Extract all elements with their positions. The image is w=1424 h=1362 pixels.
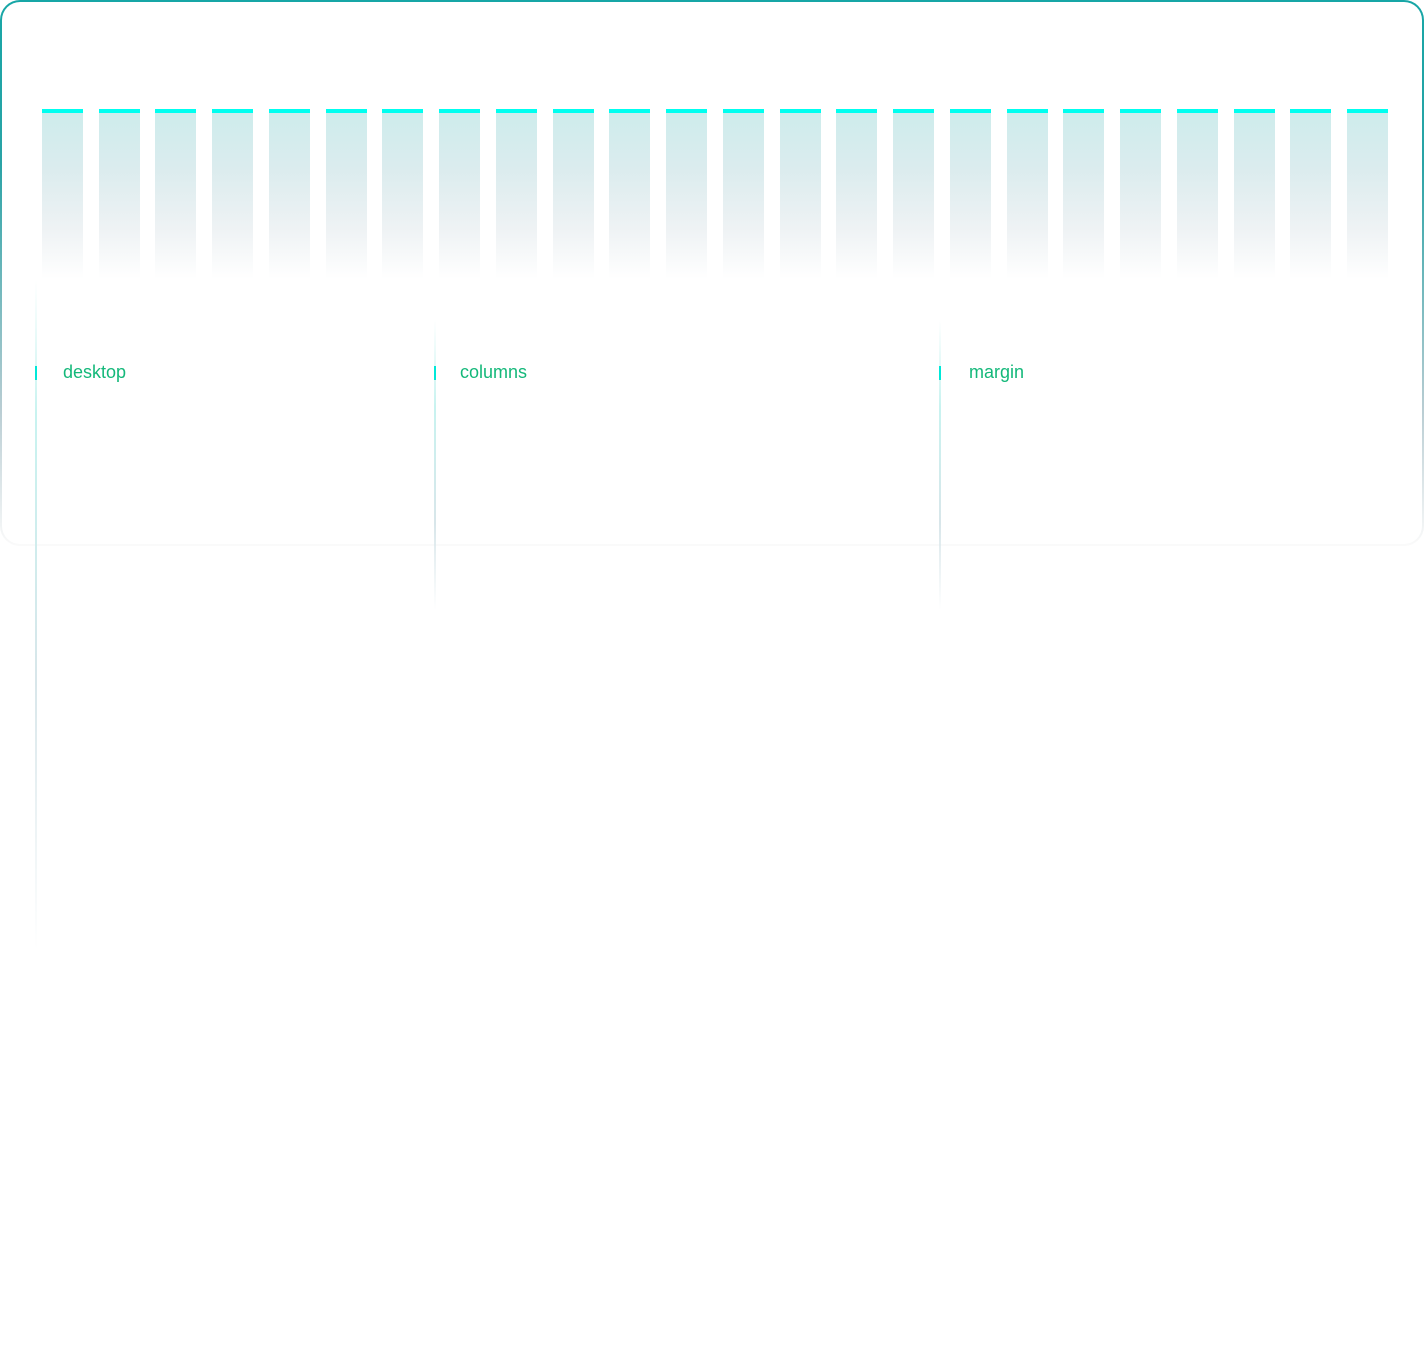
grid-column (723, 109, 764, 279)
grid-column-cap (950, 109, 991, 113)
grid-column (99, 109, 140, 279)
grid-column-cap (382, 109, 423, 113)
grid-column-cap (723, 109, 764, 113)
grid-column (836, 109, 877, 279)
grid-column (893, 109, 934, 279)
grid-column (1347, 109, 1388, 279)
grid-column (1290, 109, 1331, 279)
desktop-label: desktop (63, 362, 127, 382)
grid-column-cap (780, 109, 821, 113)
desktop-guide-line (35, 280, 37, 950)
grid-column-cap (269, 109, 310, 113)
guide-marker (434, 366, 436, 380)
guide-marker (35, 366, 37, 380)
grid-column (1007, 109, 1048, 279)
grid-column (326, 109, 367, 279)
columns-guide-line (434, 320, 436, 610)
grid-column (1120, 109, 1161, 279)
grid-column (666, 109, 707, 279)
grid-column-cap (439, 109, 480, 113)
grid-column (1063, 109, 1104, 279)
grid-column (553, 109, 594, 279)
grid-column-cap (42, 109, 83, 113)
grid-column-cap (1007, 109, 1048, 113)
grid-column-cap (553, 109, 594, 113)
grid-column-cap (1290, 109, 1331, 113)
grid-column-cap (1120, 109, 1161, 113)
grid-column (382, 109, 423, 279)
grid-column-cap (212, 109, 253, 113)
grid-column (269, 109, 310, 279)
margin-label: margin (969, 362, 1025, 382)
grid-column-cap (1347, 109, 1388, 113)
grid-column (780, 109, 821, 279)
grid-column (1234, 109, 1275, 279)
columns-label: columns (460, 362, 528, 382)
grid-column-cap (326, 109, 367, 113)
grid-column-cap (893, 109, 934, 113)
grid-column (155, 109, 196, 279)
grid-column-cap (1063, 109, 1104, 113)
grid-column-cap (836, 109, 877, 113)
grid-column (42, 109, 83, 279)
margin-guide-line (939, 320, 941, 610)
grid-column-cap (609, 109, 650, 113)
grid-column (212, 109, 253, 279)
grid-column-cap (155, 109, 196, 113)
guide-marker (939, 366, 941, 380)
grid-column-cap (1234, 109, 1275, 113)
grid-column (609, 109, 650, 279)
grid-column (950, 109, 991, 279)
grid-column (496, 109, 537, 279)
grid-column-cap (666, 109, 707, 113)
grid-column (1177, 109, 1218, 279)
grid-column-cap (496, 109, 537, 113)
grid-column-cap (99, 109, 140, 113)
grid-column (439, 109, 480, 279)
grid-column-cap (1177, 109, 1218, 113)
